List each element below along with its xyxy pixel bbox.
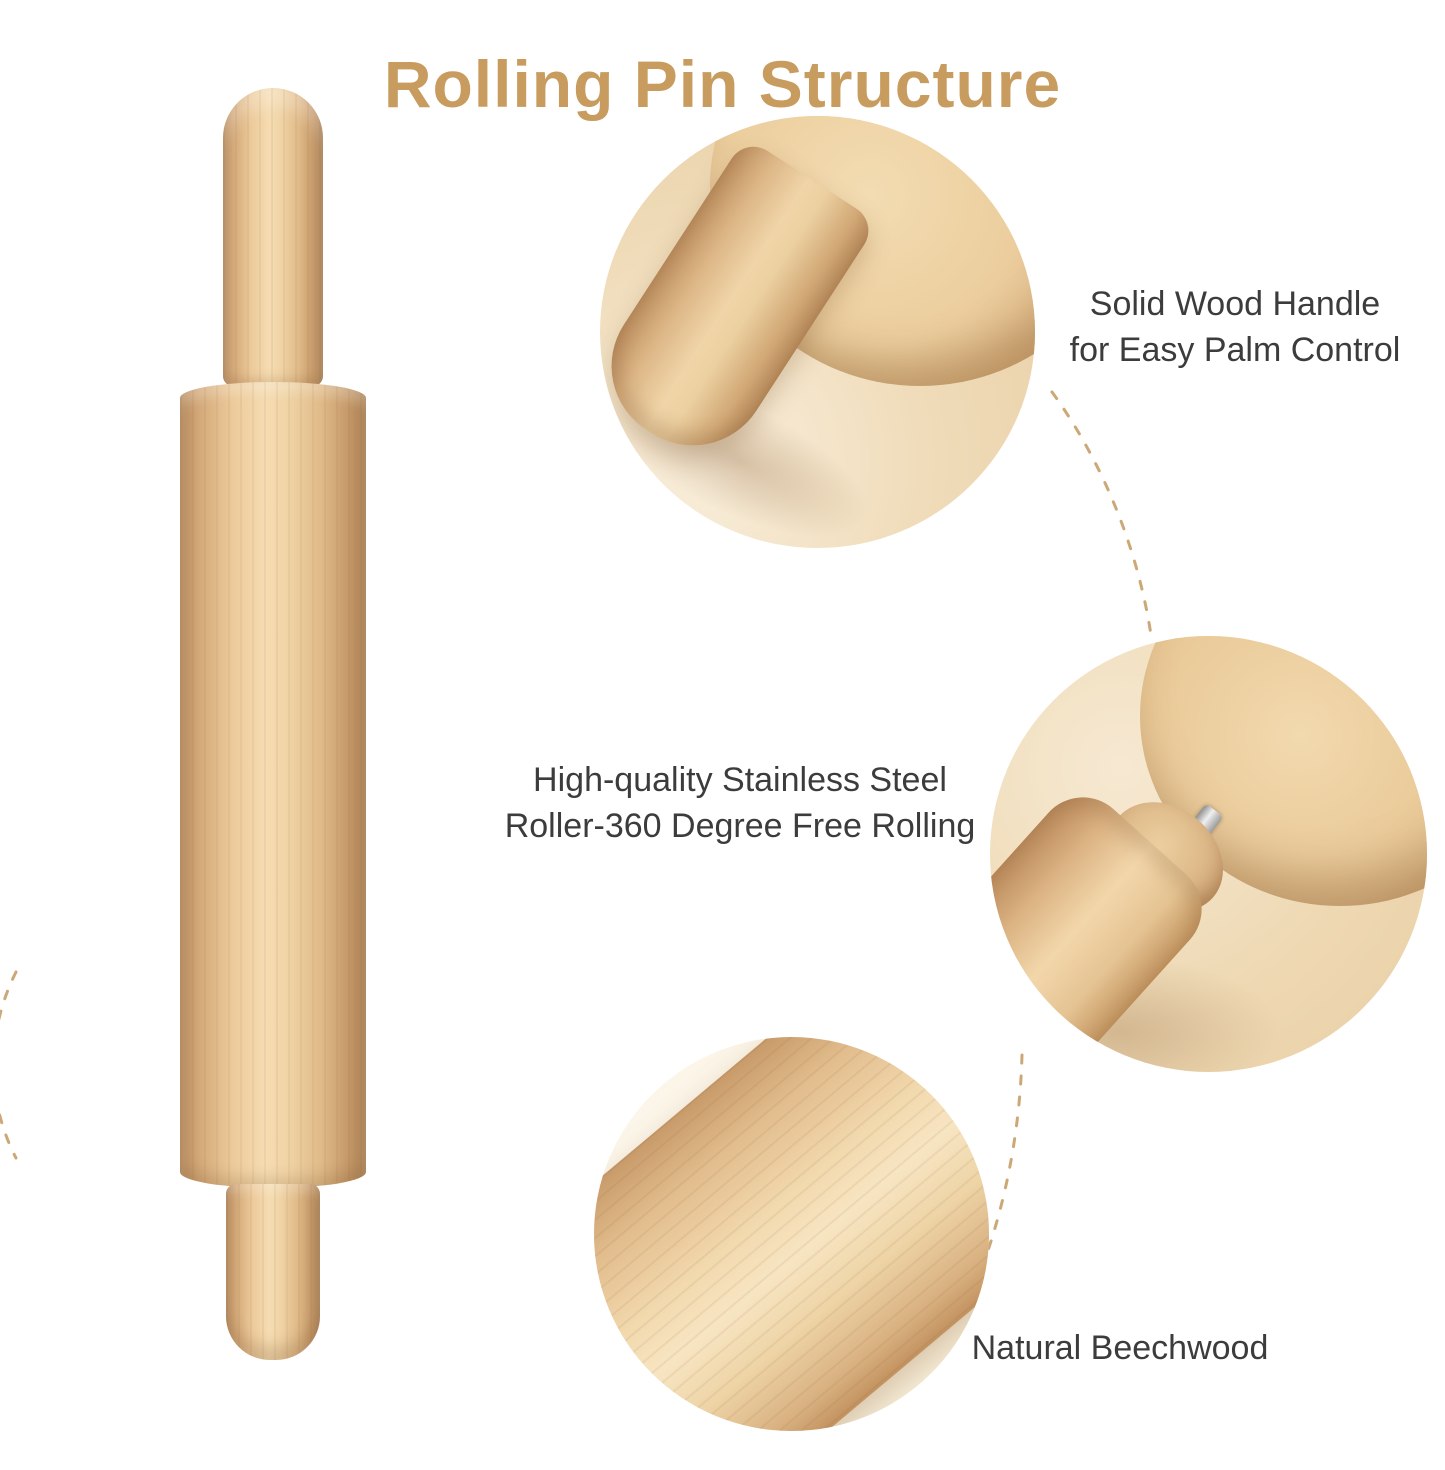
connector-line-handle-to-roller xyxy=(1050,390,1154,644)
callout-label-handle: Solid Wood Handle for Easy Palm Control xyxy=(1030,282,1440,374)
rolling-pin-bottom-handle xyxy=(226,1184,320,1360)
rolling-pin-top-handle xyxy=(223,88,323,386)
page-title: Rolling Pin Structure xyxy=(383,47,1062,122)
callout-photo-roller xyxy=(990,636,1427,1072)
callout-label-handle-line1: Solid Wood Handle xyxy=(1089,285,1381,323)
callout-label-roller-line1: High-quality Stainless Steel xyxy=(533,761,947,799)
callout-label-roller: High-quality Stainless Steel Roller-360 … xyxy=(440,758,1040,850)
connector-line-roller-to-beechwood xyxy=(982,1053,1024,1264)
callout-photo-handle xyxy=(600,116,1035,548)
callout-photo-beechwood xyxy=(594,1037,989,1431)
callout-label-beechwood-line1: Natural Beechwood xyxy=(971,1329,1269,1367)
callout-label-handle-line2: for Easy Palm Control xyxy=(1069,330,1401,369)
connector-arc-left-edge xyxy=(0,970,18,1160)
callout-label-beechwood: Natural Beechwood xyxy=(950,1326,1290,1372)
wood-log-closeup xyxy=(594,1037,989,1431)
callout-label-roller-line2: Roller-360 Degree Free Rolling xyxy=(504,806,976,845)
rolling-pin-barrel xyxy=(180,382,366,1188)
